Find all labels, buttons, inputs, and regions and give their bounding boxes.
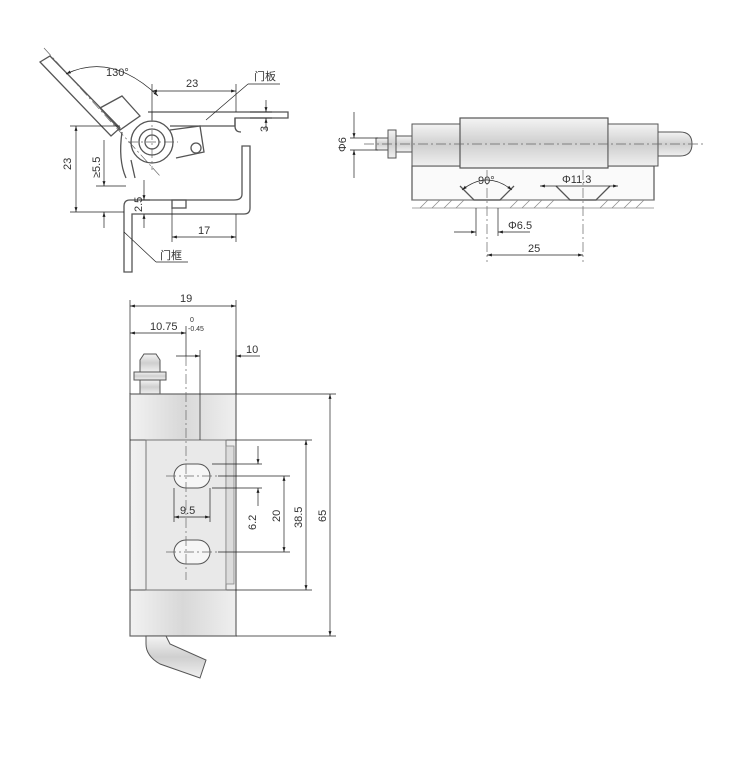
door-frame-profile [123,145,251,273]
hinge-barrel [120,120,205,179]
leader-door-panel [205,83,249,121]
dim-slot-height: 6.2 [247,515,259,530]
front-pin-collar [133,371,167,381]
dim-gap: 2.5 [133,197,145,212]
dim-pin-diameter: Φ6 [337,137,349,152]
dim-slot-pitch: 20 [271,510,283,522]
base-hatching [412,199,654,209]
side-view: 130° 23 门板 3 23 ≥5.5 2.5 [38,47,289,273]
leader-door-frame [123,231,157,263]
barrel-right [607,123,659,167]
label-door-frame: 门框 [160,248,182,262]
dim-overall-length: 65 [317,510,329,522]
door-panel-plate [148,111,289,127]
countersink-angle-arc [461,179,513,191]
front-pin-neck [139,379,161,395]
countersink-left [459,185,515,201]
dim-hole-diameter: Φ6.5 [508,220,532,232]
countersink-right [555,185,611,201]
leaf-centerline [43,47,161,177]
dim-countersink-diameter: Φ11.3 [562,174,591,186]
dim-min-offset: ≥5.5 [91,157,103,178]
barrel-left [411,123,461,167]
angle-arc [65,66,159,97]
dim-hole-spacing: 25 [528,243,540,255]
mount-plate [411,165,655,201]
door-panel-bracket [234,118,242,133]
dim-leaf-length: 38.5 [293,507,305,528]
barrel-center [459,117,609,169]
dim-left-height: 23 [62,158,74,170]
dim-top-width: 23 [186,78,198,90]
frame-tab [171,199,187,209]
dim-hole-offset: 10.75 [150,321,178,333]
front-pin-tip [139,353,161,373]
dim-overall-width: 19 [180,293,192,305]
dim-leaf-width: 10 [246,344,258,356]
front-view: 19 10.75 0 -0.45 10 9.5 6.2 20 38.5 [129,293,336,679]
dim-plate-thickness: 3 [259,126,271,132]
angle-label: 130° [106,67,129,79]
label-door-panel: 门板 [254,69,276,83]
dim-slot-width: 9.5 [180,505,195,517]
dim-countersink-angle: 90° [478,175,495,187]
open-leaf-outline [38,55,141,137]
top-view: Φ6 90° Φ11.3 Φ6.5 25 [337,112,704,262]
front-lever [145,635,207,679]
dim-tolerance-upper: 0 [190,317,194,324]
dim-bottom-width: 17 [198,225,210,237]
dim-tolerance-lower: -0.45 [188,326,204,333]
